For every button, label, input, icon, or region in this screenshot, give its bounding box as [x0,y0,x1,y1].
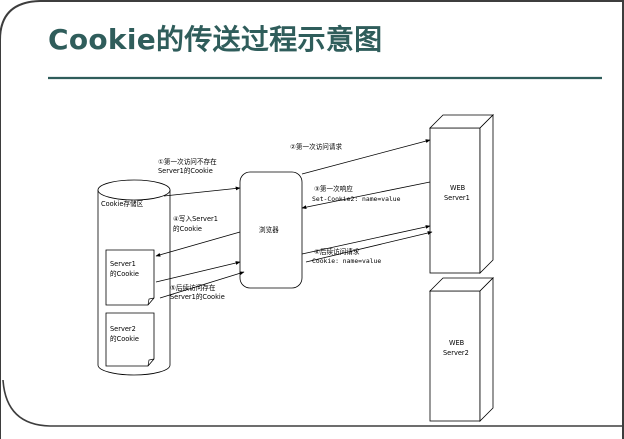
label-first-request: ②第一次访问请求 [290,142,342,151]
arrow-first-visit [163,186,241,197]
frame-bottom-curve [2,379,622,427]
web-server2-line1: WEB [449,339,465,347]
server1-cookie-line2: 的Cookie [110,269,139,278]
server2-cookie-line1: Server2 [110,325,136,333]
arrow-later-visit-b [159,271,245,299]
label-first-visit-line2: Server1的Cookie [158,166,213,175]
server2-cookie-line2: 的Cookie [110,334,139,343]
arrow-later-visit-a [155,261,241,283]
arrow-later-request-a [301,225,431,255]
server1-cookie-line1: Server1 [110,260,136,268]
browser-label: 浏览器 [259,225,279,234]
web-server2-node: WEB Server2 [429,277,494,422]
web-server1-node: WEB Server1 [429,114,494,274]
server2-cookie-document: Server2 的Cookie [105,312,155,367]
slide-title: Cookie的传送过程示意图 [48,23,383,56]
label-first-visit-line1: ①第一次访问不存在 [158,157,217,166]
label-later-visit-line2: Server1的Cookie [170,292,225,301]
cookie-store-label: Cookie存储区 [101,199,144,208]
label-later-visit-line1: ⑤后续访问存在 [170,283,216,292]
arrow-later-request-b [305,231,433,263]
label-first-response-line2: Set-Cookie2: name=value [312,195,401,203]
label-later-request-line1: ⑥后续访问请求 [314,247,360,256]
browser-node: 浏览器 [239,171,303,289]
label-later-request-line2: Cookie: name=value [312,257,381,265]
label-write-cookie-line2: 的Cookie [173,224,202,233]
web-server2-line2: Server2 [443,349,469,357]
web-server1-line1: WEB [450,184,466,192]
label-first-response-line1: ③第一次响应 [314,184,353,193]
label-write-cookie-line1: ④写入Server1 [173,215,218,223]
arrow-write-cookie [155,231,241,257]
arrow-first-request [301,139,431,175]
server1-cookie-document: Server1 的Cookie [105,249,155,306]
arrow-first-response [301,181,431,210]
web-server1-line2: Server1 [444,194,470,202]
